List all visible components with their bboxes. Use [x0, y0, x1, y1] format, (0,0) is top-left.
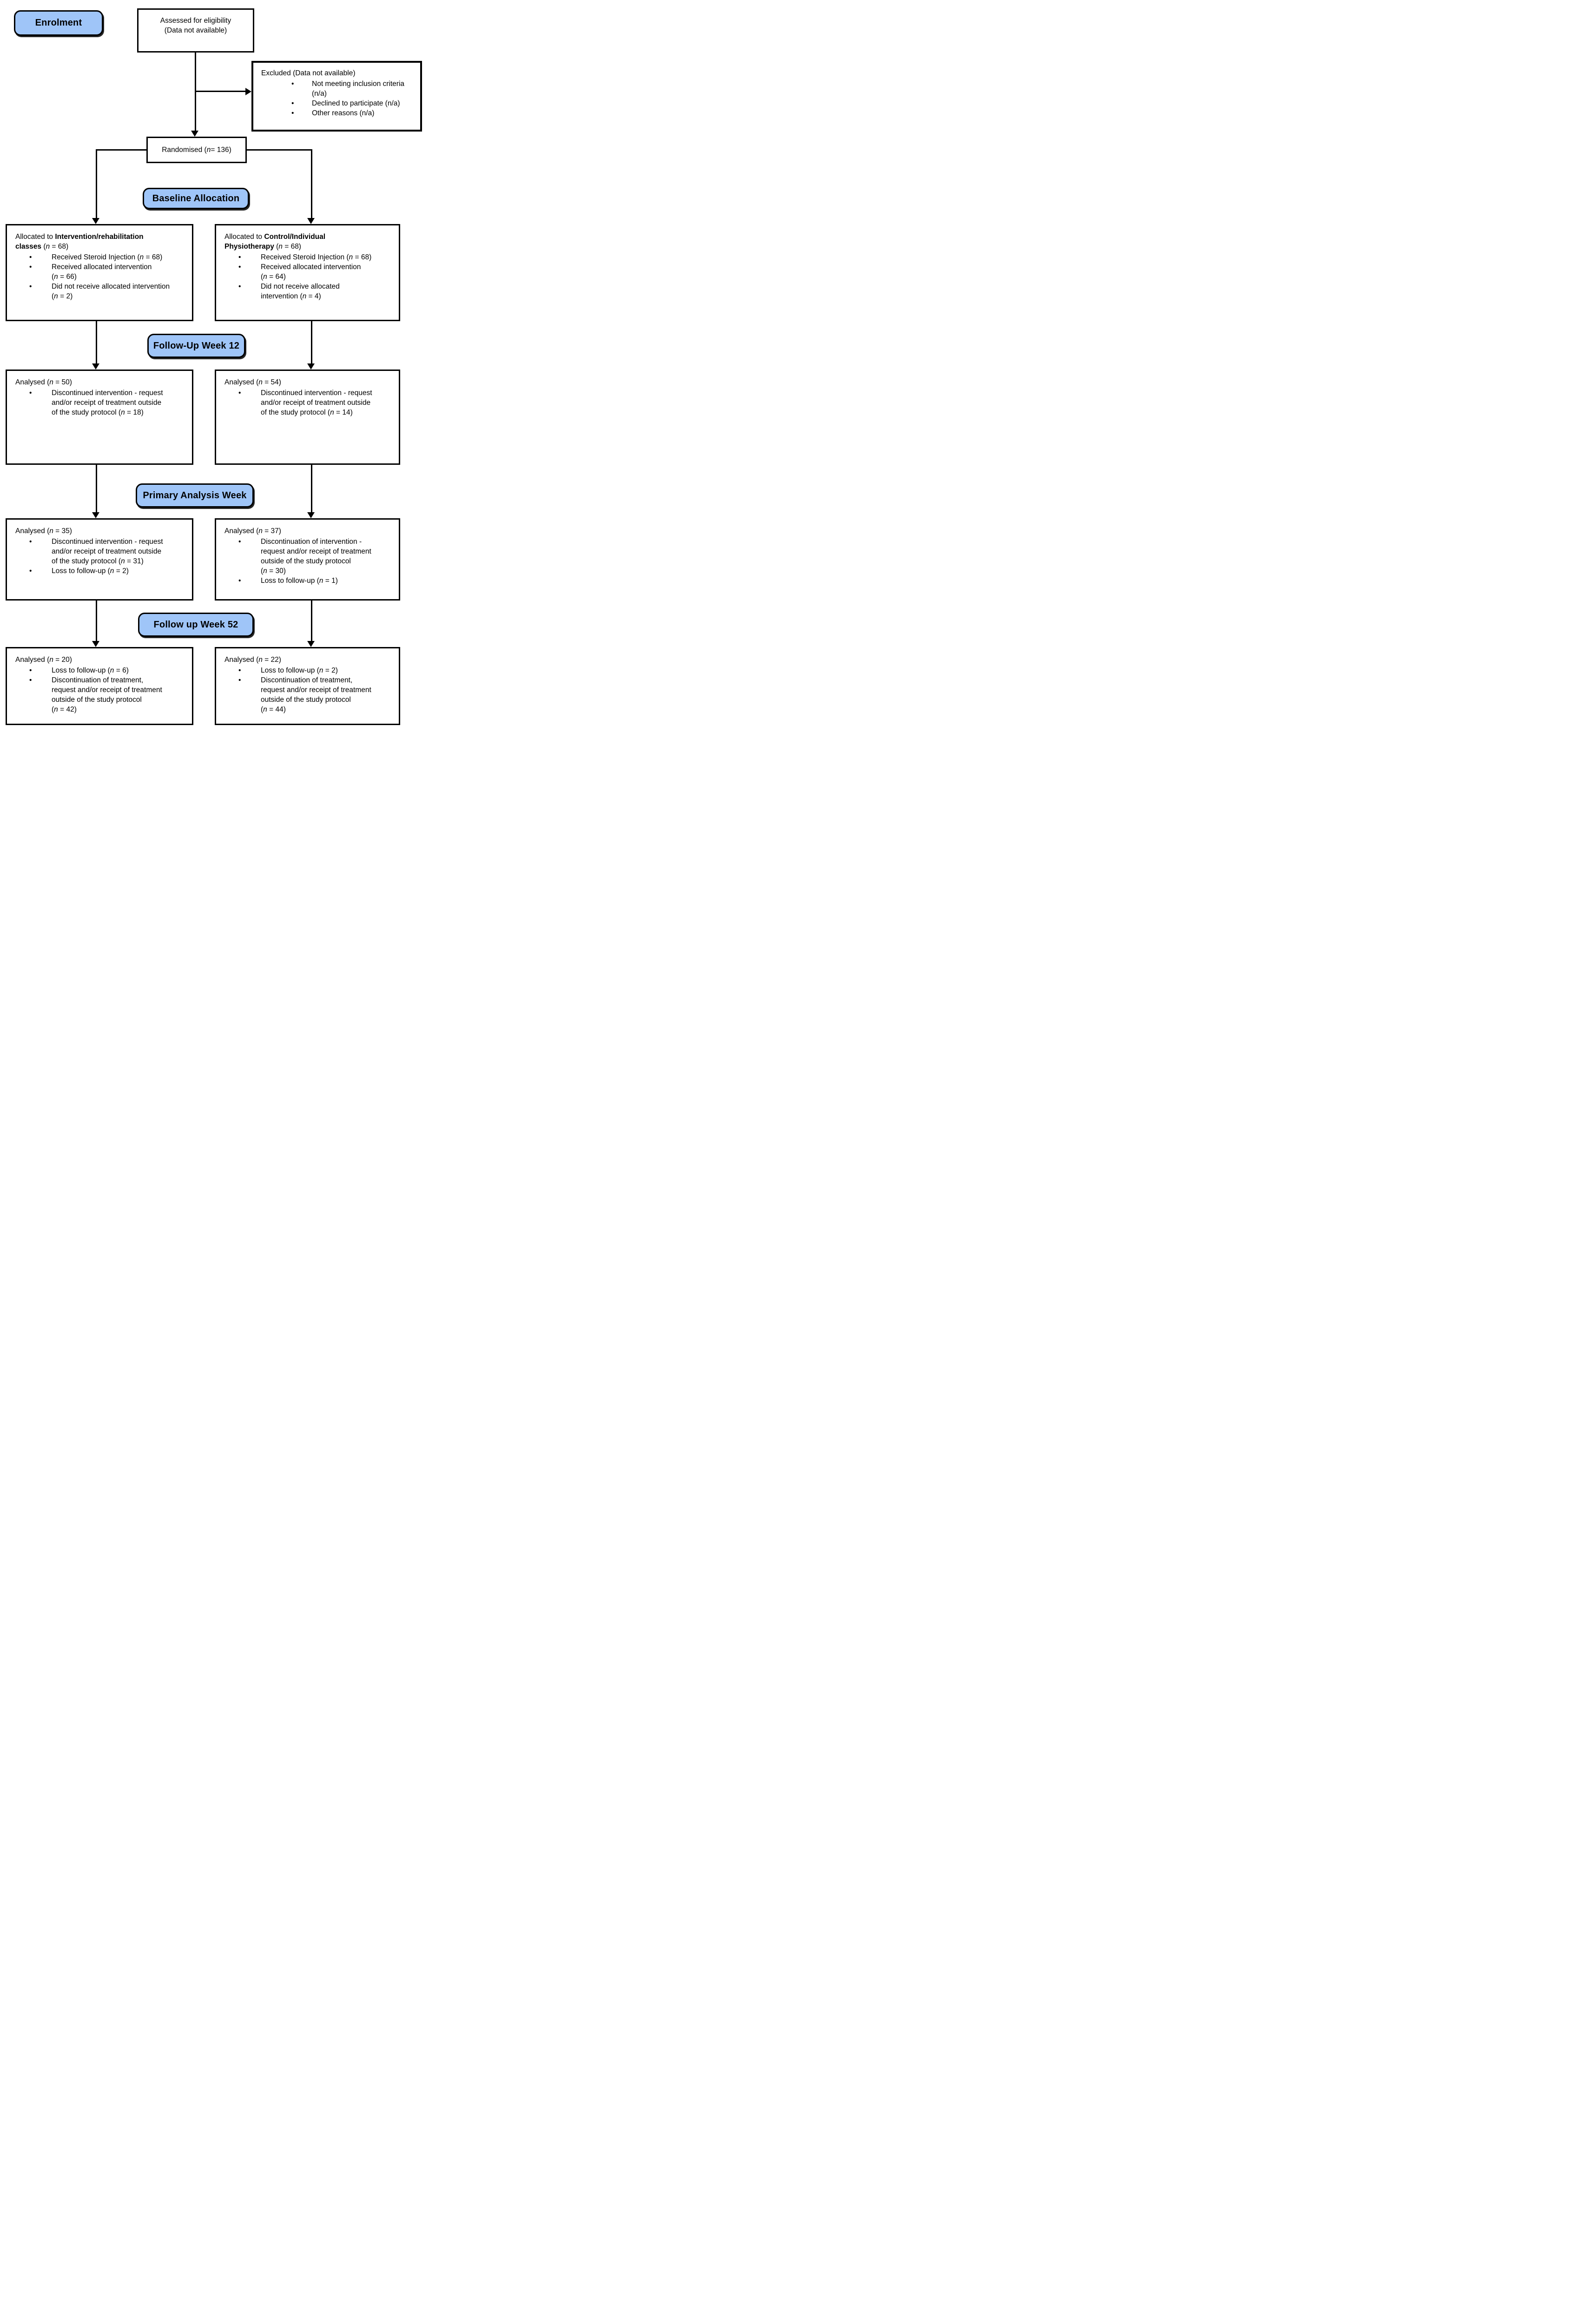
stage-label-follow-up-week-12: Follow-Up Week 12 [147, 334, 245, 358]
bullet-item: Received allocated intervention(n = 66) [29, 262, 187, 282]
connector-randomised-right-horizontal [247, 149, 312, 151]
allocation-control-bullet-list: Received Steroid Injection (n = 68)Recei… [216, 252, 399, 301]
connector-to-excluded [195, 91, 245, 92]
excluded-box: Excluded (Data not available) Not meetin… [251, 61, 422, 132]
arrowhead-into-week52-left [92, 641, 99, 647]
bullet-item: Received Steroid Injection (n = 68) [29, 252, 187, 262]
connector-randomised-left-horizontal [96, 149, 146, 151]
arrowhead-into-week52-right [307, 641, 315, 647]
bullet-item: Discontinuation of treatment,request and… [238, 675, 394, 714]
bullet-item: Loss to follow-up (n = 1) [238, 576, 394, 586]
connector-allocation-to-week12-right [311, 321, 312, 363]
excluded-bullet-list: Not meeting inclusion criteria(n/a)Decli… [253, 79, 420, 118]
analysed-week52-control-bullet-list: Loss to follow-up (n = 2)Discontinuation… [216, 666, 399, 714]
analysed-primary-control-box: Analysed (n = 37) Discontinuation of int… [215, 518, 400, 601]
arrowhead-into-allocation-right [307, 218, 315, 224]
bullet-item: Discontinuation of intervention -request… [238, 537, 394, 576]
analysed-week52-intervention-box: Analysed (n = 20) Loss to follow-up (n =… [6, 647, 193, 725]
arrowhead-into-week12-right [307, 363, 315, 370]
excluded-title: Excluded (Data not available) [261, 69, 356, 77]
connector-primary-to-week52-right [311, 601, 312, 641]
analysed-week12-control-bullet-list: Discontinued intervention - requestand/o… [216, 388, 399, 417]
allocation-intervention-title: Allocated to Intervention/rehabilitation… [15, 233, 144, 251]
analysed-week12-intervention-title: Analysed (n = 50) [15, 378, 72, 386]
connector-week12-to-primary-left [96, 465, 97, 512]
assessed-eligibility-box: Assessed for eligibility(Data not availa… [137, 8, 254, 53]
bullet-item: Did not receive allocated intervention(n… [29, 282, 187, 301]
connector-down-to-allocation-right [311, 149, 312, 218]
arrowhead-into-week12-left [92, 363, 99, 370]
stage-label-baseline-allocation: Baseline Allocation [143, 188, 249, 209]
connector-allocation-to-week12-left [96, 321, 97, 363]
analysed-week52-control-box: Analysed (n = 22) Loss to follow-up (n =… [215, 647, 400, 725]
bullet-item: Discontinuation of treatment,request and… [29, 675, 187, 714]
allocation-intervention-bullet-list: Received Steroid Injection (n = 68)Recei… [7, 252, 192, 301]
analysed-primary-intervention-title: Analysed (n = 35) [15, 527, 72, 535]
arrowhead-into-excluded [245, 87, 251, 95]
analysed-week12-intervention-box: Analysed (n = 50) Discontinued intervent… [6, 370, 193, 465]
bullet-item: Other reasons (n/a) [291, 108, 416, 118]
bullet-item: Discontinued intervention - requestand/o… [238, 388, 394, 417]
bullet-item: Loss to follow-up (n = 2) [238, 666, 394, 675]
bullet-item: Loss to follow-up (n = 6) [29, 666, 187, 675]
analysed-primary-intervention-bullet-list: Discontinued intervention - requestand/o… [7, 537, 192, 576]
analysed-week52-control-title: Analysed (n = 22) [224, 656, 281, 664]
arrowhead-into-primary-left [92, 512, 99, 518]
analysed-primary-control-title: Analysed (n = 37) [224, 527, 281, 535]
randomised-box: Randomised (n = 136) [146, 137, 247, 163]
bullet-item: Received allocated intervention(n = 64) [238, 262, 394, 282]
bullet-item: Loss to follow-up (n = 2) [29, 566, 187, 576]
bullet-item: Discontinued intervention - requestand/o… [29, 388, 187, 417]
analysed-week12-control-title: Analysed (n = 54) [224, 378, 281, 386]
connector-week12-to-primary-right [311, 465, 312, 512]
arrowhead-into-randomised [191, 131, 198, 137]
analysed-week52-intervention-bullet-list: Loss to follow-up (n = 6)Discontinuation… [7, 666, 192, 714]
stage-label-follow-up-week-52: Follow up Week 52 [138, 613, 254, 637]
consort-flow-diagram: Enrolment Baseline Allocation Follow-Up … [0, 0, 442, 751]
analysed-week12-intervention-bullet-list: Discontinued intervention - requestand/o… [7, 388, 192, 417]
bullet-item: Received Steroid Injection (n = 68) [238, 252, 394, 262]
bullet-item: Not meeting inclusion criteria(n/a) [291, 79, 416, 99]
bullet-item: Declined to participate (n/a) [291, 99, 416, 108]
arrowhead-into-allocation-left [92, 218, 99, 224]
allocation-intervention-box: Allocated to Intervention/rehabilitation… [6, 224, 193, 321]
stage-label-primary-analysis-week: Primary Analysis Week [136, 483, 254, 508]
analysed-week52-intervention-title: Analysed (n = 20) [15, 656, 72, 664]
analysed-primary-intervention-box: Analysed (n = 35) Discontinued intervent… [6, 518, 193, 601]
connector-primary-to-week52-left [96, 601, 97, 641]
connector-down-to-allocation-left [96, 149, 97, 218]
stage-label-enrolment: Enrolment [14, 10, 103, 36]
arrowhead-into-primary-right [307, 512, 315, 518]
analysed-week12-control-box: Analysed (n = 54) Discontinued intervent… [215, 370, 400, 465]
analysed-primary-control-bullet-list: Discontinuation of intervention -request… [216, 537, 399, 586]
bullet-item: Discontinued intervention - requestand/o… [29, 537, 187, 566]
